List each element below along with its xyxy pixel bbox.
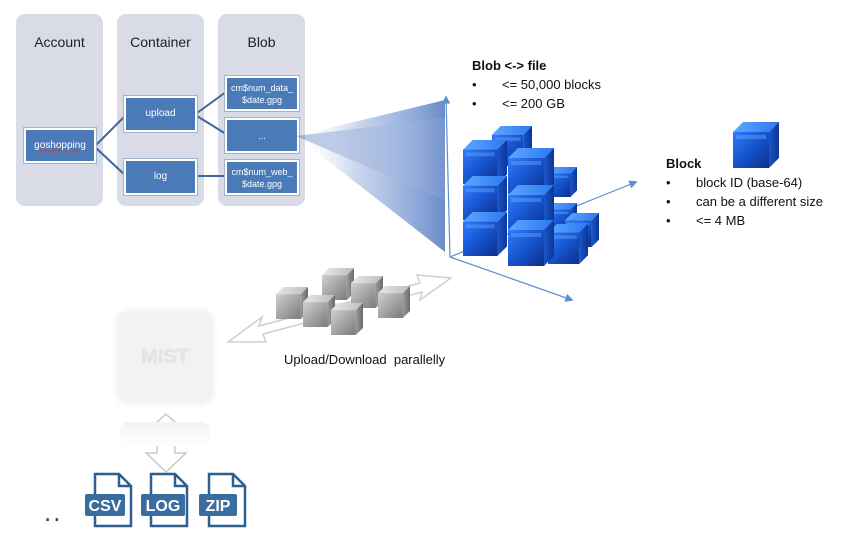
cube	[463, 212, 507, 256]
blob-box-data[interactable]: cm$num_data_ $date.gpg	[225, 76, 299, 111]
csv-file-label: CSV	[89, 498, 122, 515]
account-box-label: goshopping	[34, 139, 86, 151]
log-file-label: LOG	[146, 498, 181, 515]
axis-vertical	[441, 95, 451, 258]
account-title: Account	[34, 34, 85, 50]
container-box-log[interactable]: log	[124, 159, 197, 195]
projection-beam-core	[296, 118, 445, 200]
axis-horizontal	[449, 256, 574, 302]
csv-file-icon[interactable]: CSV	[85, 472, 133, 528]
blob-data-line1: cm$num_data_	[230, 82, 294, 93]
line-account-upload	[95, 114, 127, 146]
block-cube-stack	[463, 126, 599, 266]
cube	[303, 295, 335, 327]
blob-box-middle[interactable]: ...	[225, 118, 299, 153]
line-account-log	[95, 147, 127, 177]
block-item: block ID (base-64)	[666, 173, 823, 192]
blob-file-item: <= 50,000 blocks	[472, 75, 601, 94]
cube	[378, 286, 410, 318]
block-item: can be a different size	[666, 192, 823, 211]
cube	[331, 303, 363, 335]
log-file-icon[interactable]: LOG	[141, 472, 189, 528]
block-heading: Block	[666, 156, 702, 171]
more-files-ellipsis: ..	[44, 497, 63, 527]
account-box-goshopping[interactable]: goshopping	[24, 128, 96, 163]
container-upload-label: upload	[145, 108, 176, 119]
cube	[508, 220, 554, 266]
container-title: Container	[130, 34, 191, 50]
blob-data-line2: $date.gpg	[241, 94, 283, 105]
container-log-label: log	[153, 171, 168, 182]
mist-label: MIST	[141, 345, 189, 368]
blob-web-line2: $date.gpg	[241, 178, 283, 189]
block-panel: Block block ID (base-64) can be a differ…	[666, 156, 823, 230]
block-item: <= 4 MB	[666, 211, 823, 230]
blob-middle-label: ...	[258, 130, 266, 141]
blob-web-line1: cm$num_web_	[231, 166, 293, 177]
blob-file-panel: Blob <-> file <= 50,000 blocks <= 200 GB	[472, 58, 601, 113]
line-upload-blob1	[196, 91, 227, 114]
zip-file-icon[interactable]: ZIP	[199, 472, 247, 528]
zip-file-label: ZIP	[206, 498, 231, 515]
container-box-upload[interactable]: upload	[124, 96, 197, 132]
blob-file-heading: Blob <-> file	[472, 58, 547, 73]
transfer-caption: Upload/Download parallelly	[284, 352, 446, 367]
mist-reflection	[120, 422, 210, 446]
mist-box[interactable]: MIST	[118, 312, 212, 402]
blob-box-web[interactable]: cm$num_web_ $date.gpg	[225, 160, 299, 195]
line-upload-blob2	[196, 115, 227, 135]
blob-title: Blob	[247, 34, 276, 50]
account-column: Account	[16, 14, 103, 206]
blob-file-item: <= 200 GB	[472, 94, 601, 113]
